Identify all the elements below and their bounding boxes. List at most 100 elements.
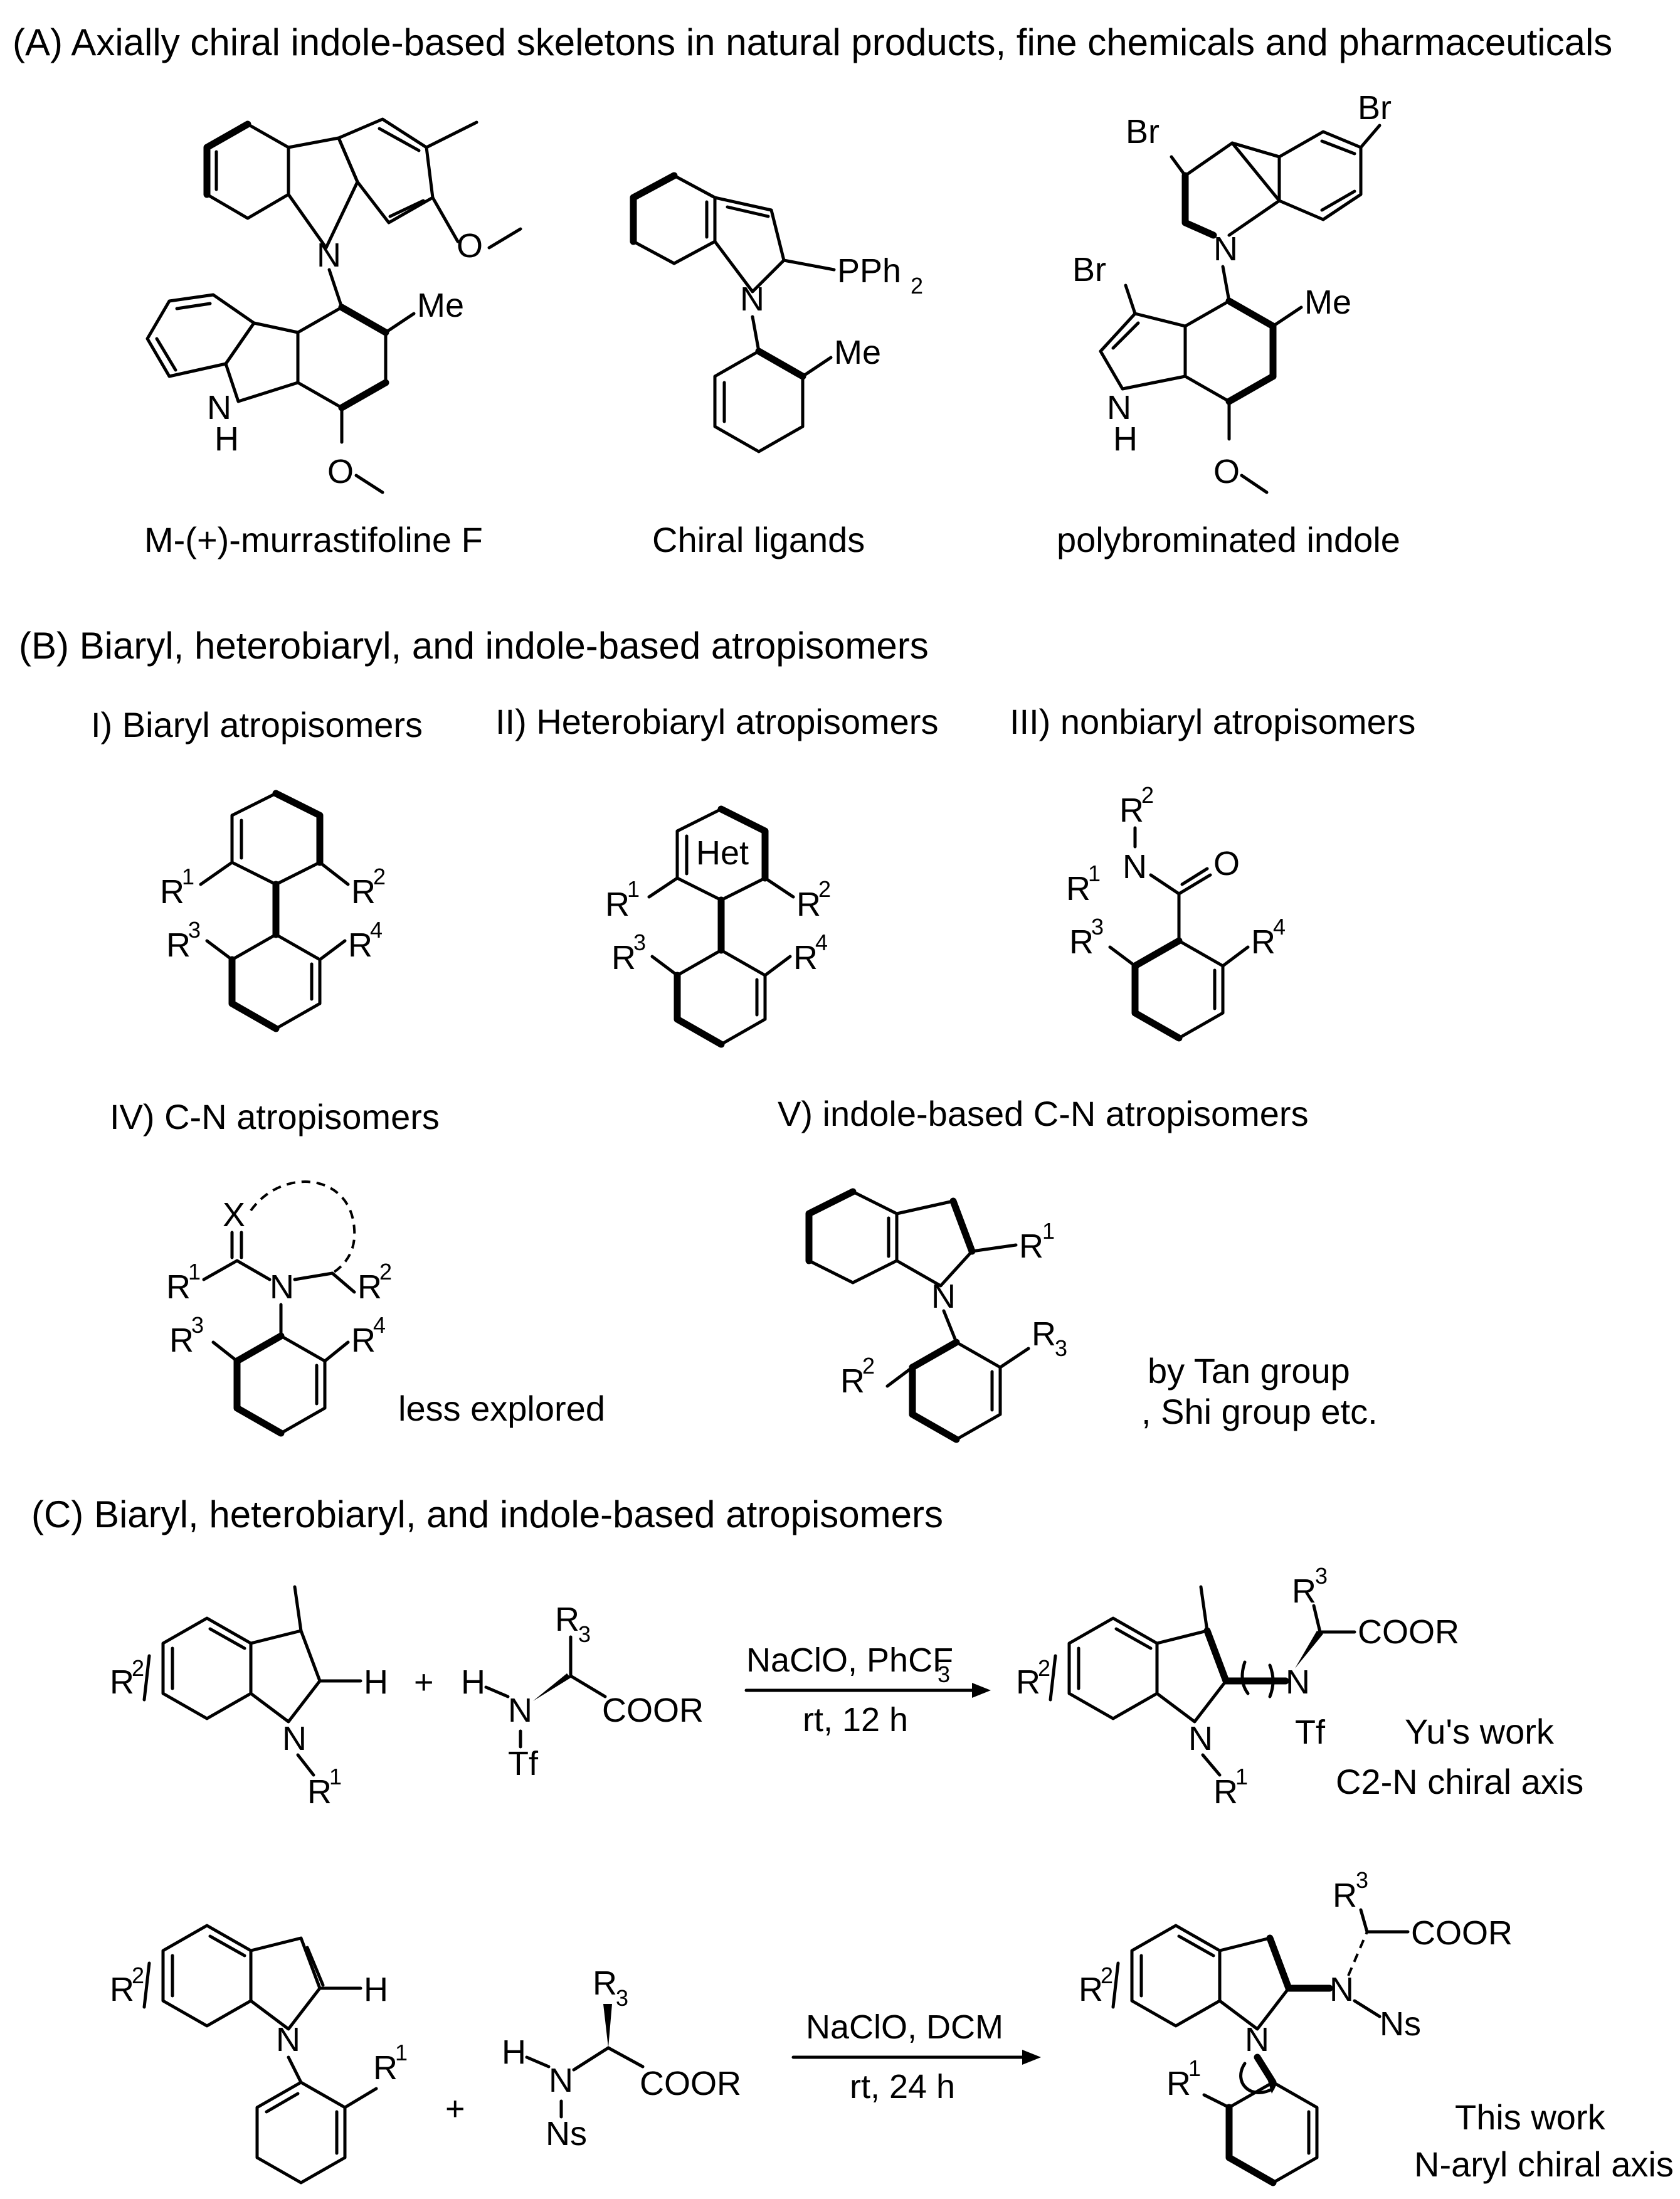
- reaction2-indole: H N R 1 R 2: [110, 1924, 408, 2185]
- sup-2: 2: [862, 1353, 875, 1379]
- atom-R: R: [307, 1773, 332, 1811]
- reaction1-arrow: NaClO, PhCF 3 rt, 12 h: [744, 1641, 991, 1739]
- atom-N: N: [549, 2062, 573, 2099]
- reaction1-amine: H N Tf R 3 COOR: [461, 1601, 704, 1783]
- atom-N: N: [740, 280, 764, 318]
- section-b-title: (B) Biaryl, heterobiaryl, and indole-bas…: [19, 625, 929, 667]
- category-biaryl: I) Biaryl atropisomers: [91, 705, 423, 744]
- reaction2-reagent: NaClO, DCM: [806, 2008, 1003, 2046]
- reaction2-conditions: rt, 24 h: [850, 2068, 955, 2106]
- sup-1: 1: [1188, 2055, 1201, 2081]
- credit-line-2: , Shi group etc.: [1141, 1392, 1378, 1431]
- sub-3: 3: [1055, 1335, 1067, 1361]
- sup-3: 3: [191, 1312, 204, 1338]
- atom-Br: Br: [1072, 251, 1106, 289]
- sup-4: 4: [815, 930, 828, 955]
- atom-N: N: [270, 1268, 294, 1306]
- reaction1-reagent: NaClO, PhCF: [746, 1641, 953, 1679]
- reaction2-arrow: NaClO, DCM rt, 24 h: [791, 2008, 1041, 2106]
- atom-COOR: COOR: [1411, 1914, 1513, 1952]
- atom-R: R: [1119, 792, 1144, 829]
- sup-2: 2: [818, 876, 831, 902]
- atom-R: R: [611, 939, 636, 977]
- category-heterobiaryl: II) Heterobiaryl atropisomers: [495, 702, 938, 741]
- sub-3: 3: [616, 1985, 628, 2011]
- sup-1: 1: [1042, 1218, 1055, 1244]
- atom-PPh-sub: 2: [911, 273, 923, 299]
- sup-2: 2: [1038, 1655, 1050, 1681]
- sup-2: 2: [1101, 1963, 1113, 1988]
- atom-N: N: [276, 2021, 300, 2059]
- atom-Ns: Ns: [1380, 2005, 1421, 2043]
- biaryl-structure: R 1 R 2 R 3 R 4: [160, 790, 386, 1032]
- reaction1-note-1: Yu's work: [1405, 1712, 1555, 1751]
- atom-N: N: [1188, 1720, 1213, 1757]
- reaction2-note-1: This work: [1455, 2097, 1606, 2137]
- sup-4: 4: [370, 917, 383, 943]
- atom-Tf: Tf: [508, 1745, 539, 1783]
- sup-3: 3: [1356, 1867, 1368, 1893]
- atom-R: R: [1251, 923, 1276, 961]
- atom-Br: Br: [1358, 89, 1392, 127]
- atom-R: R: [110, 1663, 134, 1701]
- atom-R: R: [1213, 1773, 1238, 1811]
- reaction1-reagent-sub: 3: [938, 1661, 950, 1687]
- atom-H: H: [364, 1663, 388, 1701]
- atom-Me: Me: [834, 334, 881, 371]
- category-nonbiaryl: III) nonbiaryl atropisomers: [1010, 702, 1415, 741]
- cn-atropisomer-structure: X N R 1 R 2 R 3 R 4: [166, 1180, 392, 1437]
- reaction2-note-2: N-aryl chiral axis: [1414, 2144, 1674, 2184]
- atom-R: R: [160, 873, 184, 911]
- atom-R: R: [373, 2049, 398, 2087]
- atom-R: R: [796, 886, 821, 923]
- sup-2: 2: [132, 1963, 144, 1988]
- atom-R: R: [1016, 1663, 1040, 1701]
- sup-2: 2: [132, 1655, 144, 1681]
- reaction1-product: N Tf COOR R 3 N R 1 R 2: [1016, 1563, 1459, 1811]
- reaction1-note-2: C2-N chiral axis: [1336, 1762, 1583, 1801]
- atom-R: R: [351, 1322, 376, 1359]
- atom-Ns: Ns: [546, 2115, 587, 2153]
- reaction1-conditions: rt, 12 h: [803, 1701, 908, 1739]
- atom-NH-H: H: [214, 420, 239, 458]
- atom-R: R: [1292, 1572, 1316, 1610]
- section-c-title: (C) Biaryl, heterobiaryl, and indole-bas…: [31, 1493, 943, 1535]
- atom-R: R: [348, 926, 372, 964]
- sup-4: 4: [373, 1312, 386, 1338]
- section-a-title: (A) Axially chiral indole-based skeleton…: [13, 21, 1612, 63]
- sup-1: 1: [395, 2040, 408, 2065]
- heterobiaryl-structure: Het R 1 R 2 R 3 R 4: [605, 805, 831, 1048]
- caption-polybrominated-indole: polybrominated indole: [1057, 520, 1400, 559]
- atom-R: R: [1066, 870, 1091, 908]
- sup-3: 3: [188, 917, 201, 943]
- atom-N: N: [1329, 1971, 1354, 2008]
- atom-N: N: [1245, 2021, 1269, 2059]
- category-indole-cn: V) indole-based C-N atropisomers: [778, 1094, 1309, 1133]
- atom-COOR: COOR: [640, 2065, 741, 2102]
- reaction2-product: N Ns COOR R 3 N R 1 R 2: [1079, 1867, 1513, 2186]
- atom-N: N: [282, 1720, 307, 1757]
- sup-3: 3: [1091, 914, 1104, 940]
- atom-Me: Me: [417, 287, 464, 324]
- category-cn: IV) C-N atropisomers: [110, 1097, 440, 1137]
- sup-1: 1: [1235, 1764, 1248, 1789]
- polybrominated-indole-structure: Br Br N Me O Br N H: [1072, 89, 1392, 494]
- atom-N: N: [1213, 230, 1238, 268]
- credit-line-1: by Tan group: [1148, 1351, 1350, 1391]
- atom-Tf: Tf: [1295, 1714, 1326, 1751]
- sup-2: 2: [373, 864, 386, 889]
- sup-3: 3: [1315, 1563, 1328, 1589]
- atom-R: R: [1166, 2065, 1191, 2102]
- atom-NH-N: N: [207, 389, 231, 427]
- atom-R: R: [166, 926, 191, 964]
- sup-1: 1: [627, 876, 640, 902]
- sup-1: 1: [329, 1764, 342, 1789]
- sup-2: 2: [1141, 782, 1154, 808]
- atom-N: N: [317, 236, 341, 274]
- atom-R: R: [1019, 1227, 1043, 1265]
- atom-O: O: [1213, 453, 1240, 490]
- atom-R: R: [840, 1362, 865, 1400]
- atom-O: O: [457, 227, 483, 265]
- atom-R: R: [1333, 1877, 1357, 1914]
